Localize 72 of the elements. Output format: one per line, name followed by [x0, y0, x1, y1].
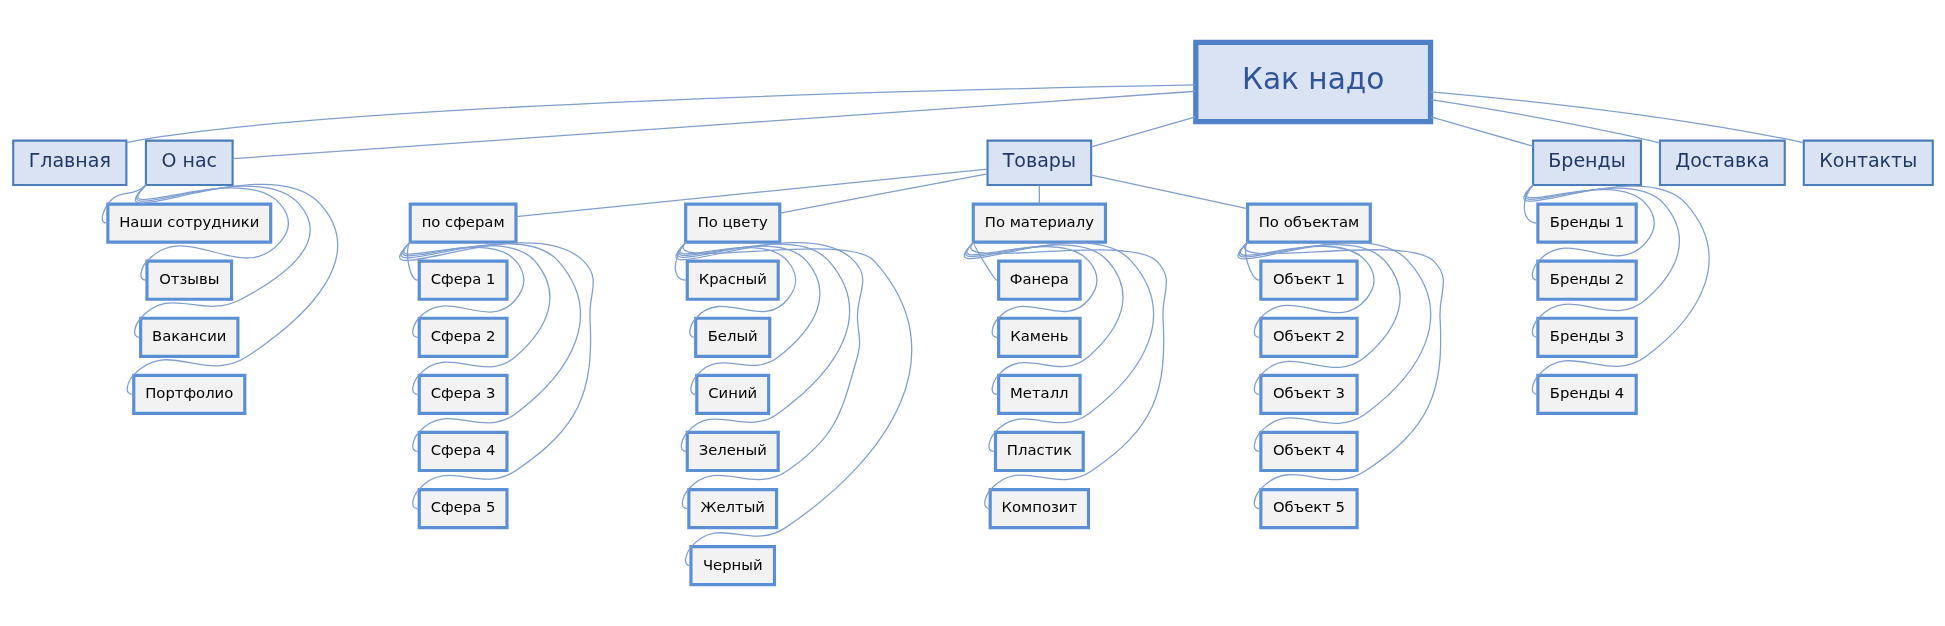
- connector: [1244, 241, 1260, 281]
- connector: [403, 241, 525, 338]
- connector: [1238, 241, 1401, 395]
- node-box: Бренды 2: [1535, 259, 1638, 301]
- node-box: Камень: [996, 316, 1082, 358]
- connector: [1429, 115, 1534, 147]
- node-box: Сфера 2: [417, 316, 509, 358]
- node-box: По материалу: [971, 202, 1107, 244]
- connector: [402, 241, 550, 395]
- connector: [126, 183, 338, 395]
- connector: [1239, 241, 1375, 338]
- node-box: Пластик: [993, 430, 1085, 472]
- node-box: Металл: [996, 373, 1082, 415]
- node-box: Как надо: [1192, 39, 1433, 124]
- node-box: Бренды: [1531, 139, 1642, 186]
- connector: [965, 241, 1123, 395]
- node-box: Объект 2: [1258, 316, 1359, 358]
- connector: [972, 241, 998, 281]
- node-box: Бренды 3: [1535, 316, 1638, 358]
- connector: [1429, 98, 1660, 144]
- node-box: Желтый: [686, 487, 778, 529]
- node-box: Вакансии: [138, 316, 239, 358]
- node-box: Бренды 1: [1535, 202, 1638, 244]
- connector: [778, 172, 988, 214]
- connector: [406, 241, 418, 281]
- connector: [1038, 184, 1040, 204]
- node-box: Доставка: [1658, 139, 1786, 186]
- node-box: Главная: [11, 139, 127, 186]
- node-box: Объект 5: [1258, 487, 1359, 529]
- node-box: Черный: [688, 544, 776, 586]
- node-box: По цвету: [683, 202, 781, 244]
- node-box: по сферам: [408, 202, 518, 244]
- connector: [969, 241, 1167, 509]
- node-box: Контакты: [1802, 139, 1934, 186]
- connector: [1523, 183, 1710, 395]
- node-box: Объект 4: [1258, 430, 1359, 472]
- connector: [963, 241, 1154, 452]
- node-box: Синий: [694, 373, 770, 415]
- connector: [1237, 241, 1431, 452]
- connector: [400, 241, 581, 452]
- connector: [682, 241, 912, 566]
- node-box: Объект 3: [1258, 373, 1359, 415]
- connector: [966, 241, 1098, 338]
- node-box: Наши сотрудники: [105, 202, 272, 244]
- node-box: Отзывы: [144, 259, 233, 301]
- node-box: Товары: [986, 139, 1092, 186]
- connector: [133, 183, 311, 338]
- node-box: Сфера 4: [417, 430, 509, 472]
- connector: [675, 241, 863, 509]
- node-box: Композит: [988, 487, 1090, 529]
- node-box: Сфера 5: [417, 487, 509, 529]
- connector: [125, 83, 1196, 143]
- connector: [231, 90, 1196, 159]
- node-box: Сфера 1: [417, 259, 509, 301]
- node-box: О нас: [144, 139, 234, 186]
- connector: [1429, 90, 1804, 143]
- node-box: Портфолио: [131, 373, 246, 415]
- node-box: По объектам: [1245, 202, 1372, 244]
- connector: [399, 241, 594, 509]
- node-box: Белый: [693, 316, 771, 358]
- node-box: Фанера: [996, 259, 1082, 301]
- connector: [1090, 173, 1248, 209]
- connector: [101, 183, 147, 224]
- connector: [514, 168, 988, 217]
- node-box: Объект 1: [1258, 259, 1359, 301]
- node-box: Зеленый: [685, 430, 780, 472]
- node-box: Бренды 4: [1535, 373, 1638, 415]
- node-box: Красный: [685, 259, 780, 301]
- node-box: Сфера 3: [417, 373, 509, 415]
- connector: [1243, 241, 1444, 509]
- connector: [1090, 115, 1196, 147]
- connector: [677, 241, 850, 452]
